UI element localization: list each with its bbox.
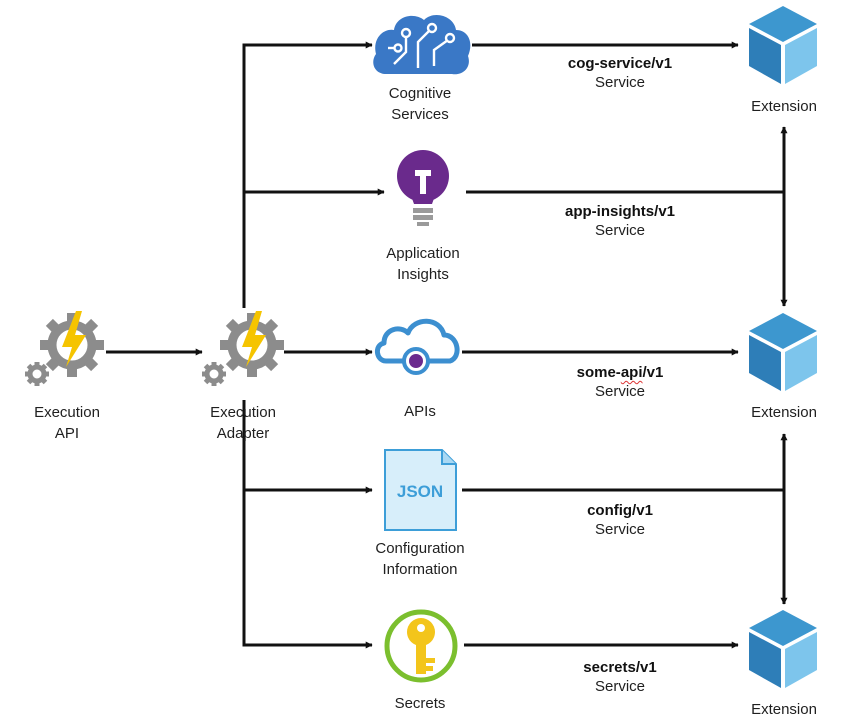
configuration-information-label: Configuration Information — [375, 540, 465, 578]
application-insights-label: Application Insights — [386, 245, 460, 283]
adapter-to-cognitive-arrow — [242, 41, 373, 308]
gear-bolt-icon — [202, 311, 284, 386]
service-route-secrets: secrets/v1 Service — [583, 659, 657, 695]
cognitive-services-label: Cognitive Services — [388, 85, 452, 123]
execution-api-label: Execution API — [34, 404, 100, 442]
connectors — [106, 41, 788, 649]
cube-icon — [749, 313, 817, 391]
gear-bolt-icon — [25, 311, 104, 386]
adapter-to-secrets-arrow — [242, 400, 373, 649]
apis-label: APIs — [404, 403, 436, 420]
brain-circuit-icon — [373, 15, 471, 75]
service-route-cog: cog-service/v1 Service — [567, 55, 673, 91]
cloud-api-icon — [375, 318, 460, 375]
cube-icon — [749, 6, 817, 84]
extension-label-top: Extension — [751, 98, 817, 115]
service-route-some-api: some-api/v1 Service — [576, 364, 664, 400]
json-document-icon: JSON — [384, 449, 457, 531]
service-route-app-insights: app-insights/v1 Service — [564, 203, 676, 239]
lightbulb-icon — [397, 150, 449, 226]
cube-icon — [749, 610, 817, 688]
execution-adapter-label: Execution Adapter — [210, 404, 276, 442]
secrets-label: Secrets — [394, 695, 446, 712]
service-route-config: config/v1 Service — [587, 502, 653, 538]
key-icon — [384, 609, 458, 683]
extension-label-bottom: Extension — [751, 701, 817, 718]
json-label: JSON — [397, 482, 443, 501]
extension-label-middle: Extension — [751, 404, 817, 421]
